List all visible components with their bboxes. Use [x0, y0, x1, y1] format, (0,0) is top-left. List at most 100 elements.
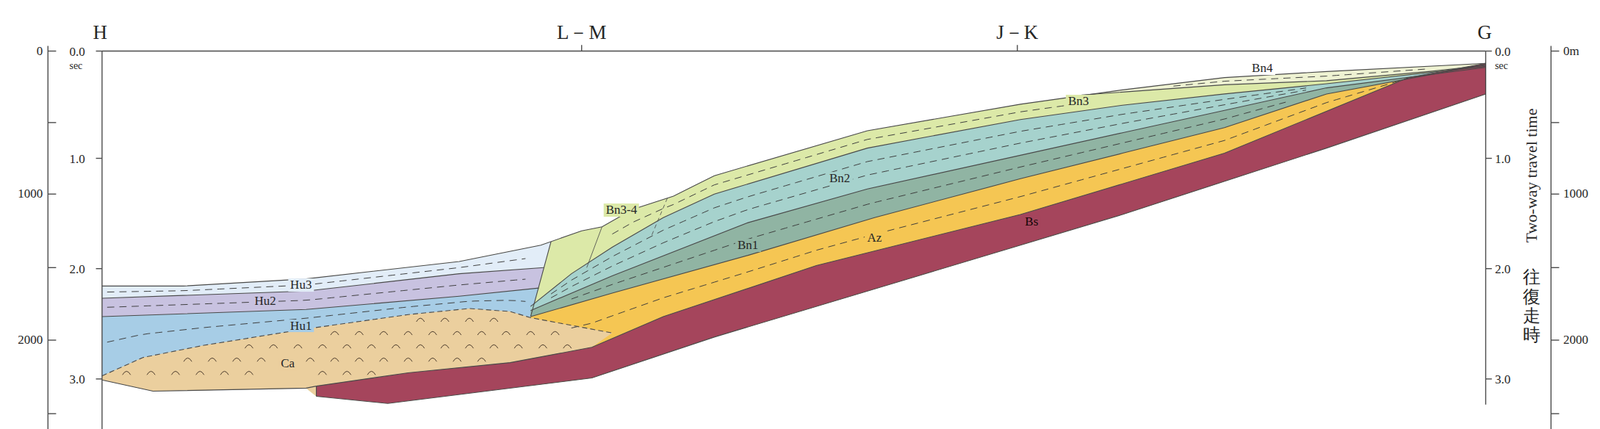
layer-name: Bn3 — [1065, 94, 1091, 108]
shell-mark — [318, 370, 327, 375]
shell-mark — [477, 331, 486, 335]
depth-tick — [47, 412, 56, 414]
depth-tick — [1550, 121, 1559, 123]
time-value: 0.0 — [69, 45, 85, 59]
depth-value: 1000 — [1563, 187, 1589, 201]
section-point: J－K — [996, 22, 1039, 43]
shell-mark — [391, 344, 400, 349]
layer-name: Az — [864, 231, 884, 245]
section-point: H — [92, 22, 108, 43]
shell-mark — [453, 331, 462, 335]
bedding-line — [550, 88, 1307, 294]
shell-mark — [428, 331, 437, 335]
time-unit: sec — [1494, 60, 1509, 72]
fault-line — [650, 198, 668, 238]
bedding-line — [1173, 69, 1429, 86]
section-tick — [581, 44, 582, 51]
shell-mark — [440, 318, 449, 322]
shell-mark — [183, 357, 192, 362]
shell-mark — [416, 318, 425, 322]
depth-axis — [47, 46, 49, 429]
time-tick — [1485, 378, 1492, 380]
shell-mark — [354, 357, 363, 362]
shell-mark — [207, 357, 216, 362]
depth-tick — [1550, 267, 1559, 269]
depth-axis — [1550, 46, 1552, 429]
time-value: 3.0 — [1494, 373, 1511, 387]
depth-value: 0m — [1563, 44, 1580, 59]
layer-boundary — [102, 379, 317, 391]
time-tick — [96, 378, 103, 380]
time-tick — [1485, 157, 1492, 159]
time-unit: sec — [69, 60, 83, 72]
depth-value: 2000 — [1563, 333, 1589, 347]
shell-mark — [465, 344, 474, 349]
shell-mark — [404, 331, 413, 335]
depth-value: 0 — [36, 44, 44, 59]
bedding-line — [107, 300, 526, 343]
section-tick — [1016, 44, 1018, 51]
layer-name: Hu1 — [287, 319, 314, 333]
shell-mark — [232, 357, 241, 362]
shell-mark — [501, 331, 510, 335]
time-value: 1.0 — [69, 152, 85, 167]
depth-tick — [1550, 412, 1559, 414]
section-point: L－M — [556, 22, 607, 43]
layer-name: Hu3 — [287, 278, 314, 292]
depth-value: 1000 — [17, 187, 43, 201]
shell-mark — [367, 370, 376, 375]
depth-tick — [47, 193, 56, 194]
shell-mark — [428, 357, 437, 362]
shell-mark — [489, 344, 499, 349]
shell-mark — [367, 344, 376, 349]
bedding-line — [107, 279, 526, 308]
shell-mark — [379, 357, 388, 362]
time-value: 3.0 — [69, 373, 85, 387]
shell-mark — [330, 331, 339, 335]
time-tick — [96, 157, 103, 159]
shell-mark — [318, 344, 327, 349]
time-tick — [96, 50, 103, 52]
layer-boundary — [102, 308, 613, 377]
frame-line — [1485, 51, 1487, 405]
shell-mark — [416, 344, 425, 349]
layer-boundary — [316, 94, 1487, 404]
depth-tick — [1550, 193, 1559, 194]
bedding-line — [611, 105, 1072, 235]
layer-boundary — [530, 66, 1486, 307]
layer-boundary — [530, 67, 1486, 311]
layer-boundary — [530, 241, 551, 317]
bedding-line — [571, 102, 1286, 299]
layer-boundary — [102, 267, 544, 299]
layer-boundary — [316, 63, 1487, 386]
bedding-line — [571, 77, 1409, 328]
shell-mark — [269, 344, 278, 349]
shell-mark — [257, 357, 266, 362]
time-tick — [1485, 268, 1492, 269]
bs-layer — [316, 63, 1487, 404]
shell-mark — [196, 370, 205, 375]
shell-mark — [514, 344, 523, 349]
shell-mark — [293, 344, 302, 349]
shell-mark — [538, 344, 547, 349]
shell-mark — [146, 370, 156, 375]
depth-tick — [47, 267, 56, 269]
time-value: 2.0 — [1494, 262, 1511, 277]
layer-name: Bn2 — [827, 171, 853, 186]
depth-tick — [47, 121, 56, 123]
shell-mark — [550, 331, 560, 335]
layer-name: Bn1 — [735, 238, 761, 252]
time-value: 0.0 — [1494, 45, 1511, 59]
shell-mark — [122, 370, 131, 375]
shell-mark — [343, 344, 352, 349]
layer-name: Bn3-4 — [603, 204, 640, 218]
shell-mark — [244, 344, 253, 349]
fault-line — [586, 226, 603, 269]
axis-title: 往復走時 — [1522, 267, 1541, 346]
layer-name: Ca — [278, 357, 297, 371]
shell-mark — [477, 357, 486, 362]
layer-boundary — [102, 63, 1487, 286]
